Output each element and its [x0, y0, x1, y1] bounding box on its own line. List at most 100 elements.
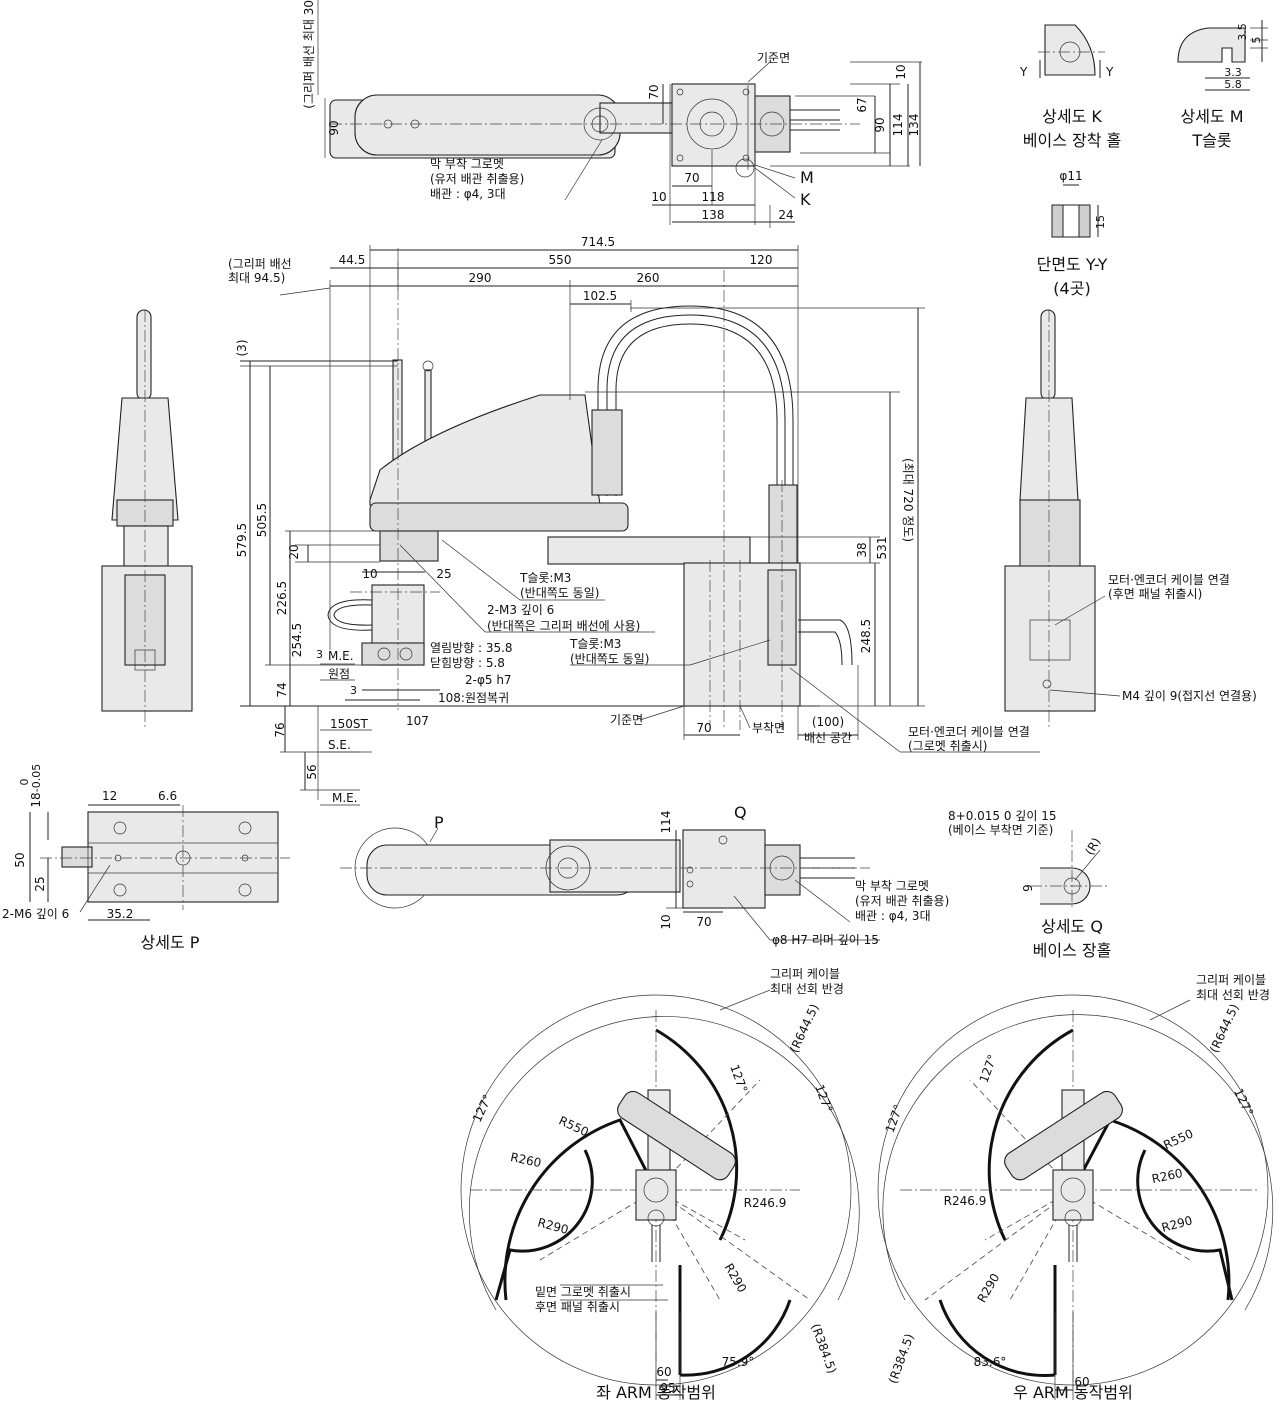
right-r2469: R246.9	[944, 1194, 987, 1208]
right-60: 60	[1074, 1375, 1089, 1389]
dim-20: 20	[287, 544, 301, 559]
label-k: K	[800, 190, 811, 209]
side-gripper-wiring-2: 최대 94.5)	[228, 271, 285, 285]
right-836: 83.6°	[974, 1355, 1007, 1369]
detail-k-y-right: Y	[1105, 65, 1114, 79]
left-cable-1: 그리퍼 케이블	[770, 967, 840, 981]
m4-ground: M4 깊이 9(접지선 연결용)	[1122, 689, 1257, 703]
dim-3a: 3	[316, 648, 323, 661]
right-motor-cable-2: (후면 패널 취출시)	[1108, 587, 1202, 601]
dim-70-base: 70	[696, 721, 711, 735]
dim-3b: 3	[350, 684, 357, 697]
plan-dim-10: 10	[659, 914, 673, 929]
dim-25: 25	[436, 567, 451, 581]
side-gripper-wiring-1: (그리퍼 배선	[228, 257, 292, 271]
top-reference-face: 기준면	[757, 51, 790, 65]
detail-q-subtitle: 베이스 장홀	[1033, 941, 1112, 960]
right-127a: 127°	[977, 1053, 1000, 1085]
top-grommet-2: (유저 배관 취출용)	[430, 172, 524, 186]
left-60: 60	[656, 1365, 671, 1379]
section-yy-title: 단면도 Y-Y	[1037, 255, 1108, 274]
left-127a: 127°	[727, 1063, 750, 1095]
tslot2-2: (반대쪽도 동일)	[570, 652, 649, 666]
detail-m-title: 상세도 M	[1180, 107, 1243, 126]
dim-531: 531	[875, 537, 889, 560]
motor-cable-1: 모터·엔코더 케이블 연결	[908, 725, 1030, 739]
top-view: (그리퍼 배선 최대 30) 90 70 10 67 90 114 134 70…	[302, 0, 922, 228]
left-note-1: 밑면 그로멧 취출시	[535, 1285, 631, 1299]
right-range-title: 우 ARM 동작범위	[1013, 1383, 1133, 1402]
top-arm	[354, 94, 621, 156]
dim-max720: (최대 720 정도)	[901, 458, 915, 542]
left-r6445: (R644.5)	[787, 1002, 822, 1055]
dim-107: 107	[406, 714, 429, 728]
detail-p-dim-18: 18	[29, 792, 43, 807]
detail-k-y-left: Y	[1019, 65, 1028, 79]
detail-p-tol-upper: 0	[18, 779, 31, 786]
top-dim-114: 114	[891, 114, 905, 137]
detail-m: 3.5 5 3.3 5.8 상세도 M T슬롯	[1177, 20, 1268, 150]
detail-m-subtitle: T슬롯	[1191, 131, 1231, 150]
right-127c: 127°	[1231, 1086, 1256, 1118]
detail-q-title: 상세도 Q	[1041, 917, 1103, 936]
detail-m-dim-5: 5	[1250, 37, 1263, 44]
m3-2: (반대쪽은 그리퍼 배선에 사용)	[487, 619, 640, 633]
detail-m-dim-58: 5.8	[1224, 78, 1242, 91]
detail-m-dim-35: 3.5	[1236, 23, 1249, 41]
stroke-close: 닫힘방향 : 5.8	[430, 656, 505, 670]
detail-p-dim-25: 25	[33, 876, 47, 891]
plan-label-p: P	[434, 813, 444, 832]
right-motor-cable-1: 모터·엔코더 케이블 연결	[1108, 573, 1230, 587]
me-top: M.E.	[328, 649, 354, 663]
top-dim-70: 70	[647, 84, 661, 99]
left-127b: 127°	[812, 1083, 835, 1115]
dim-3p: (3)	[235, 340, 249, 357]
top-gripper-wiring: (그리퍼 배선 최대 30)	[302, 0, 316, 109]
detail-m-dim-33: 3.3	[1224, 66, 1242, 79]
top-dim-24: 24	[778, 208, 793, 222]
tslot1-1: T슬롯:M3	[519, 571, 571, 585]
motor-cable-2: (그로멧 취출시)	[908, 739, 987, 753]
top-dim-10b: 10	[651, 190, 666, 204]
plan-view: P Q 114 10 70 막 부착 그로멧 (유저 배관 취출용) 배관 : …	[340, 803, 949, 947]
dim-38: 38	[855, 542, 869, 557]
dim-74: 74	[275, 682, 289, 697]
base-reference: 기준면	[610, 713, 643, 727]
dim-76: 76	[273, 722, 287, 737]
section-yy-dim-11: φ11	[1059, 169, 1082, 183]
detail-q-r: (R)	[1082, 835, 1103, 857]
plan-grommet-3: 배관 : φ4, 3대	[855, 909, 931, 923]
detail-p: 12 6.6 18 0 -0.05 50 25 35.2 2-M6 깊이 6 상…	[2, 764, 290, 952]
dim-7145: 714.5	[581, 235, 615, 249]
top-dim-90b: 90	[873, 117, 887, 132]
dim-445: 44.5	[339, 253, 366, 267]
left-r2469: R246.9	[744, 1196, 787, 1210]
dim-10: 10	[362, 567, 377, 581]
dim-260: 260	[637, 271, 660, 285]
tslot1-2: (반대쪽도 동일)	[520, 586, 599, 600]
detail-p-dim-352: 35.2	[107, 907, 134, 921]
wiring-space-1: (100)	[812, 715, 844, 729]
right-r550: R550	[1161, 1126, 1195, 1152]
dim-2545: 254.5	[290, 623, 304, 657]
detail-q-dim-9: 9	[1021, 884, 1035, 892]
plan-reamer: φ8 H7 리머 깊이 15	[772, 933, 879, 947]
detail-p-dim-12: 12	[102, 789, 117, 803]
tslot2-1: T슬롯:M3	[569, 637, 621, 651]
top-dim-10: 10	[894, 64, 908, 79]
right-r290a: R290	[1160, 1213, 1194, 1235]
left-r290b: R290	[722, 1261, 750, 1295]
top-dim-70b: 70	[684, 171, 699, 185]
wiring-space-2: 배선 공간	[804, 731, 852, 745]
dim-5795: 579.5	[235, 523, 249, 557]
right-127b: 127°	[883, 1103, 906, 1135]
detail-p-tol-lower: -0.05	[30, 764, 43, 792]
plan-grommet-2: (유저 배관 취출용)	[855, 894, 949, 908]
stroke-150st: 150ST	[330, 717, 369, 731]
right-arm-range: 그리퍼 케이블 최대 선회 반경 (R644.5) 127° 127° 127°…	[877, 973, 1274, 1400]
detail-k-subtitle: 베이스 장착 홀	[1023, 131, 1122, 150]
left-95: 95	[660, 1381, 675, 1395]
plan-grommet-1: 막 부착 그로멧	[855, 879, 929, 893]
dim-2485: 248.5	[859, 619, 873, 653]
